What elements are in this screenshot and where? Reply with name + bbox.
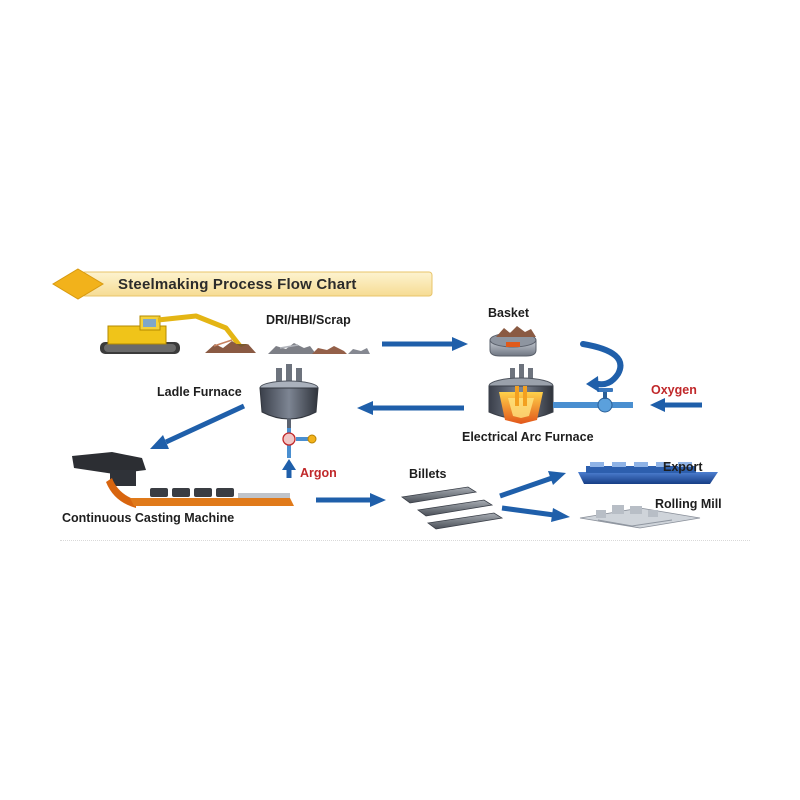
arrow-eaf-to-ladle <box>357 401 464 415</box>
label-ladle-furnace: Ladle Furnace <box>157 385 242 399</box>
oxygen-valve-icon <box>553 388 633 413</box>
label-oxygen: Oxygen <box>651 383 697 397</box>
label-argon: Argon <box>300 466 337 480</box>
billets-icon <box>400 486 504 530</box>
label-rolling-mill: Rolling Mill <box>655 497 722 511</box>
arrow-argon-up <box>282 459 296 478</box>
export-ship-icon <box>578 462 718 484</box>
arrow-casting-to-billets <box>316 493 386 507</box>
electric-arc-furnace-icon <box>488 364 554 424</box>
scrap-pile-icon <box>205 339 370 354</box>
label-scrap: DRI/HBI/Scrap <box>266 313 351 327</box>
arrow-basket-to-eaf <box>580 341 624 392</box>
ladle-furnace-icon <box>259 364 319 428</box>
title-banner <box>52 268 433 300</box>
arrow-scrap-to-basket <box>382 337 468 351</box>
label-eaf: Electrical Arc Furnace <box>462 430 594 444</box>
arrow-billets-to-export <box>499 471 566 499</box>
label-basket: Basket <box>488 306 529 320</box>
label-billets: Billets <box>409 467 447 481</box>
rolling-mill-icon <box>579 505 701 529</box>
continuous-casting-machine-icon <box>72 452 294 508</box>
arrow-oxygen-to-eaf <box>650 398 702 412</box>
page-title: Steelmaking Process Flow Chart <box>118 276 357 293</box>
excavator-icon <box>100 313 247 354</box>
label-export: Export <box>663 460 703 474</box>
diamond-icon <box>52 268 104 300</box>
label-continuous-casting: Continuous Casting Machine <box>62 511 235 525</box>
basket-icon <box>489 326 537 357</box>
baseline-divider <box>60 540 750 541</box>
arrow-ladle-to-casting <box>150 403 246 449</box>
arrow-billets-to-rolling <box>501 505 570 522</box>
argon-valve-icon <box>282 428 317 458</box>
